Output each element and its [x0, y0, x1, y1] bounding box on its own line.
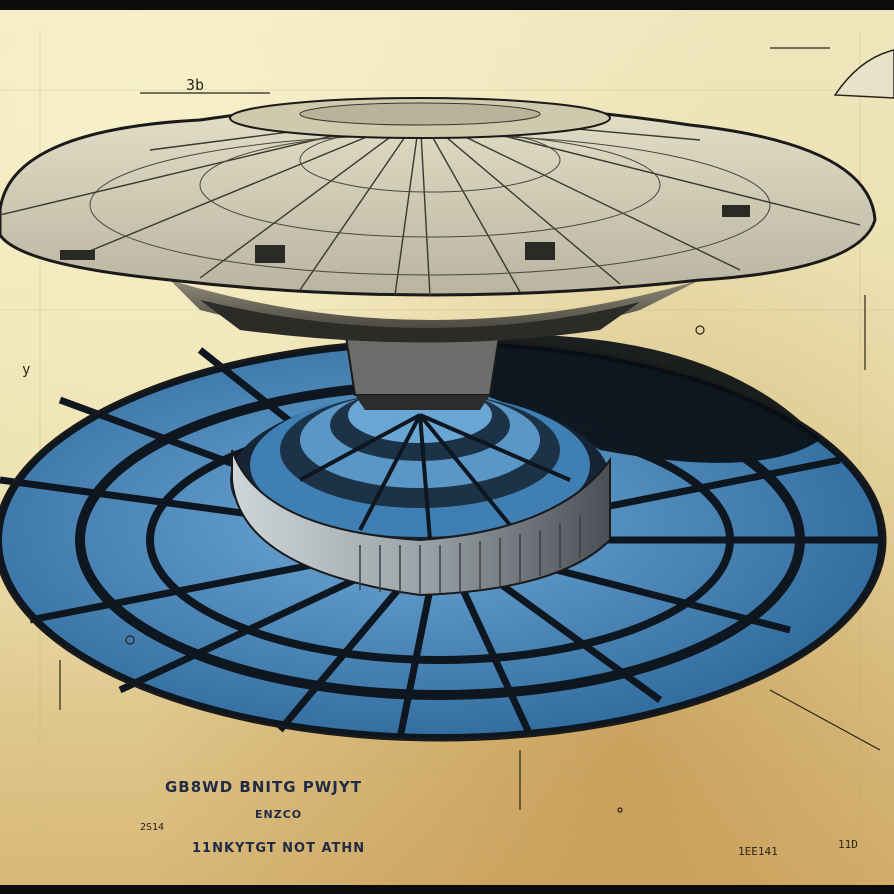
central-stem: [343, 329, 502, 410]
corner-mark-bottom-left: 2S14: [140, 822, 165, 833]
lower-ring: [0, 334, 887, 742]
corner-mark-left-small: y: [22, 362, 31, 378]
cylinder-base: [231, 449, 611, 597]
blueprint-code-line: 11NKYTGT NOT ATHN: [192, 841, 366, 856]
small-saucer-sketch: [833, 49, 894, 99]
corner-mark-bottom-right-a: 1EE141: [738, 845, 778, 858]
saucer-underside: [170, 280, 700, 343]
corner-mark-top-left: 3b: [186, 76, 205, 94]
grid-lines: [0, 30, 894, 870]
spacecraft-blueprint-illustration: [0, 30, 894, 870]
corner-mark-bottom-right-b: 11D: [838, 838, 858, 851]
top-saucer: [0, 97, 877, 297]
blueprint-subtitle-line: ENZCO: [255, 808, 303, 821]
annotation-lines: [59, 47, 881, 813]
blueprint-title-line: GB8WD BNITG PWJYT: [165, 778, 362, 796]
